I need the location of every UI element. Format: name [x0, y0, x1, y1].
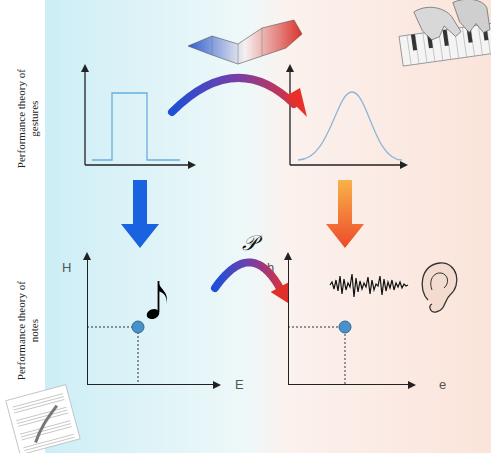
curved-arrow: [215, 262, 281, 289]
square-pulse: [92, 93, 180, 160]
staff-lines: [13, 394, 75, 451]
bell-curve: [298, 92, 402, 160]
axis-arrowhead: [81, 64, 196, 169]
axis-label: h: [267, 261, 274, 274]
dotted-guide: [87, 327, 138, 385]
row-label: Performance theory of gestures: [15, 68, 40, 168]
ear: [422, 263, 457, 312]
piano-keys: [399, 23, 491, 66]
axis-label: H: [62, 261, 71, 274]
hand: [453, 0, 491, 36]
hand: [413, 3, 461, 42]
point: [132, 321, 144, 333]
row-label: Performance theory of notes: [15, 280, 40, 380]
axis-arrowhead: [286, 64, 408, 169]
arrowhead: [271, 282, 289, 303]
plot-axes: he: [288, 258, 410, 385]
down-arrow: [121, 180, 159, 248]
axis-arrowhead: [284, 252, 416, 389]
surface-fold: [212, 28, 262, 64]
surface-plot: [188, 20, 302, 64]
ear-inner: [431, 273, 448, 290]
axis: [290, 70, 402, 165]
axis-label: e: [439, 378, 446, 391]
piano-hands: [395, 0, 491, 66]
edge-group: [215, 262, 288, 303]
down-arrow: [326, 180, 364, 248]
dotted-guide: [288, 327, 345, 385]
arrowhead: [286, 88, 307, 117]
point: [339, 321, 351, 333]
edge-label: 𝒫: [242, 233, 257, 254]
axis: [85, 70, 190, 165]
waveform: [330, 274, 408, 297]
axis-label: E: [235, 378, 244, 391]
score-sheet: [6, 385, 80, 453]
background: [45, 0, 491, 453]
transform-arrow: [172, 78, 294, 112]
plot-axes: HE: [87, 258, 215, 385]
pen-hand: [28, 406, 65, 443]
paper: [6, 385, 80, 453]
axis-arrowhead: [83, 252, 221, 389]
note-flag: [158, 281, 167, 304]
